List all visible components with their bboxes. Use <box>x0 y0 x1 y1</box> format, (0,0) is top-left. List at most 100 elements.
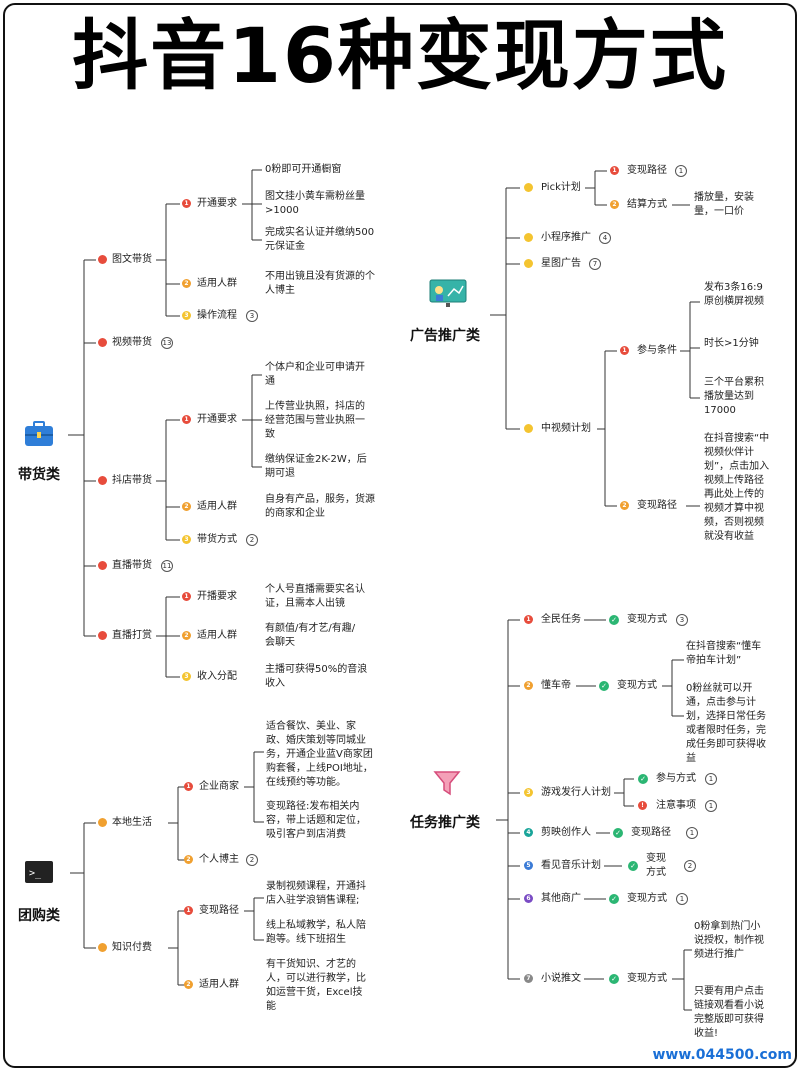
index-badge: 2 <box>620 501 629 510</box>
node-dongchedi: 懂车帝 <box>541 680 571 691</box>
presentation-board-icon <box>428 278 468 308</box>
node-shiyong-renqun: 适用人群 <box>197 501 237 512</box>
node-shiyong-renqun: 适用人群 <box>197 630 237 641</box>
node-bullet <box>524 183 533 192</box>
count-badge: 11 <box>161 560 173 572</box>
node-bullet <box>98 818 107 827</box>
index-badge: 5 <box>524 861 533 870</box>
node-bullet <box>98 476 107 485</box>
count-badge: 2 <box>684 860 696 872</box>
node-bianxian-fangshi: 变现方式 <box>627 973 667 984</box>
leaf-text: 变现路径:发布相关内容，带上话题和定位，吸引客户到店消费 <box>266 801 366 840</box>
node-bianxian-fangshi: 变现方式 <box>617 680 657 691</box>
leaf-text: 适合餐饮、美业、家政、婚庆策划等同城业务，开通企业蓝V商家团购套餐，上线POI地… <box>266 721 373 788</box>
node-bullet <box>98 255 107 264</box>
leaf-text: 在抖音搜索“懂车帝拍车计划” <box>686 641 762 666</box>
node-kanjian-yinyue: 看见音乐计划 <box>541 860 601 871</box>
node-shiyong-renqun: 适用人群 <box>197 278 237 289</box>
page-frame <box>3 3 797 1068</box>
node-bullet <box>98 338 107 347</box>
leaf-text: 时长>1分钟 <box>704 338 759 349</box>
index-badge: 7 <box>524 974 533 983</box>
index-badge: 2 <box>184 980 193 989</box>
count-badge: 1 <box>675 165 687 177</box>
node-zhibo-daihuo: 直播带货 <box>112 560 152 571</box>
funnel-icon <box>432 768 462 798</box>
count-badge: 3 <box>676 614 688 626</box>
index-badge: 1 <box>182 592 191 601</box>
node-zhongshipin: 中视频计划 <box>541 423 591 434</box>
leaf-text: 缴纳保证金2K-2W，后期可退 <box>265 454 367 479</box>
index-badge: 1 <box>182 415 191 424</box>
node-zhibo-dashang: 直播打赏 <box>112 630 152 641</box>
leaf-text: 有干货知识、才艺的人，可以进行教学，比如运营干货，Excel技能 <box>266 959 366 1012</box>
node-xiaoshuo-tuiwen: 小说推文 <box>541 973 581 984</box>
node-quanmin-renwu: 全民任务 <box>541 614 581 625</box>
node-doudian-daihuo: 抖店带货 <box>112 475 152 486</box>
node-daihuo-fangshi: 带货方式 <box>197 534 237 545</box>
node-geren-bozhu: 个人博主 <box>199 854 239 865</box>
index-badge: 2 <box>182 631 191 640</box>
leaf-text: 录制视频课程，开通抖店入驻学浪销售课程; <box>266 881 366 906</box>
node-bianxian-fangshi: 变现方式 <box>627 893 667 904</box>
index-badge: 1 <box>610 166 619 175</box>
watermark: www.044500.com <box>652 1047 793 1063</box>
index-badge: 1 <box>184 906 193 915</box>
check-icon: ✓ <box>613 828 623 838</box>
leaf-text: 0粉即可开通橱窗 <box>265 164 342 175</box>
node-bullet <box>524 424 533 433</box>
leaf-text: 上传营业执照，抖店的经营范围与营业执照一致 <box>265 401 365 440</box>
node-jiesuan-fangshi: 结算方式 <box>627 199 667 210</box>
check-icon: ✓ <box>609 974 619 984</box>
index-badge: 4 <box>524 828 533 837</box>
check-icon: ✓ <box>609 615 619 625</box>
index-badge: 2 <box>184 855 193 864</box>
leaf-text: 在抖音搜索“中视频伙伴计划”，点击加入视频上传路径再此处上传的视频才算中视频，否… <box>704 433 770 542</box>
index-badge: 1 <box>184 782 193 791</box>
index-badge: 2 <box>610 200 619 209</box>
count-badge: 1 <box>686 827 698 839</box>
node-bianxian-lujing: 变现路径 <box>199 905 239 916</box>
leaf-text: 自身有产品，服务，货源的商家和企业 <box>265 494 375 519</box>
count-badge: 2 <box>246 854 258 866</box>
node-bullet <box>98 561 107 570</box>
check-icon: ✓ <box>599 681 609 691</box>
check-icon: ✓ <box>609 894 619 904</box>
node-caozuo-liucheng: 操作流程 <box>197 310 237 321</box>
index-badge: 1 <box>182 199 191 208</box>
node-bendi-shenghuo: 本地生活 <box>112 817 152 828</box>
leaf-text: 播放量，安装量，一口价 <box>694 192 754 217</box>
category-tuangou: 团购类 <box>18 908 60 924</box>
index-badge: ! <box>638 801 647 810</box>
check-icon: ✓ <box>638 774 648 784</box>
node-pick-jihua: Pick计划 <box>541 182 581 193</box>
node-qita-shangguang: 其他商广 <box>541 893 581 904</box>
index-badge: 6 <box>524 894 533 903</box>
node-xiaochengxu: 小程序推广 <box>541 232 591 243</box>
node-kaitong-yaoqiu: 开通要求 <box>197 198 237 209</box>
category-renwu: 任务推广类 <box>410 815 480 831</box>
index-badge: 2 <box>524 681 533 690</box>
svg-text:>_: >_ <box>29 868 42 879</box>
node-xingtu-guanggao: 星图广告 <box>541 258 581 269</box>
leaf-text: 个体户和企业可申请开通 <box>265 362 365 387</box>
count-badge: 4 <box>599 232 611 244</box>
node-bianxian-lujing: 变现路径 <box>627 165 667 176</box>
leaf-text: 个人号直播需要实名认证，且需本人出镜 <box>265 584 365 609</box>
count-badge: 1 <box>676 893 688 905</box>
index-badge: 1 <box>524 615 533 624</box>
node-bianxian-fangshi: 变现方式 <box>646 853 666 878</box>
count-badge: 7 <box>589 258 601 270</box>
node-canyu-fangshi: 参与方式 <box>656 773 696 784</box>
index-badge: 3 <box>182 311 191 320</box>
count-badge: 1 <box>705 773 717 785</box>
count-badge: 2 <box>246 534 258 546</box>
terminal-icon: >_ <box>24 860 54 884</box>
node-youxi-faxingren: 游戏发行人计划 <box>541 787 611 798</box>
briefcase-icon <box>24 421 54 447</box>
leaf-text: 主播可获得50%的音浪收入 <box>265 664 368 689</box>
category-guanggao: 广告推广类 <box>410 328 480 344</box>
node-shiyong-renqun: 适用人群 <box>199 979 239 990</box>
count-badge: 1 <box>705 800 717 812</box>
